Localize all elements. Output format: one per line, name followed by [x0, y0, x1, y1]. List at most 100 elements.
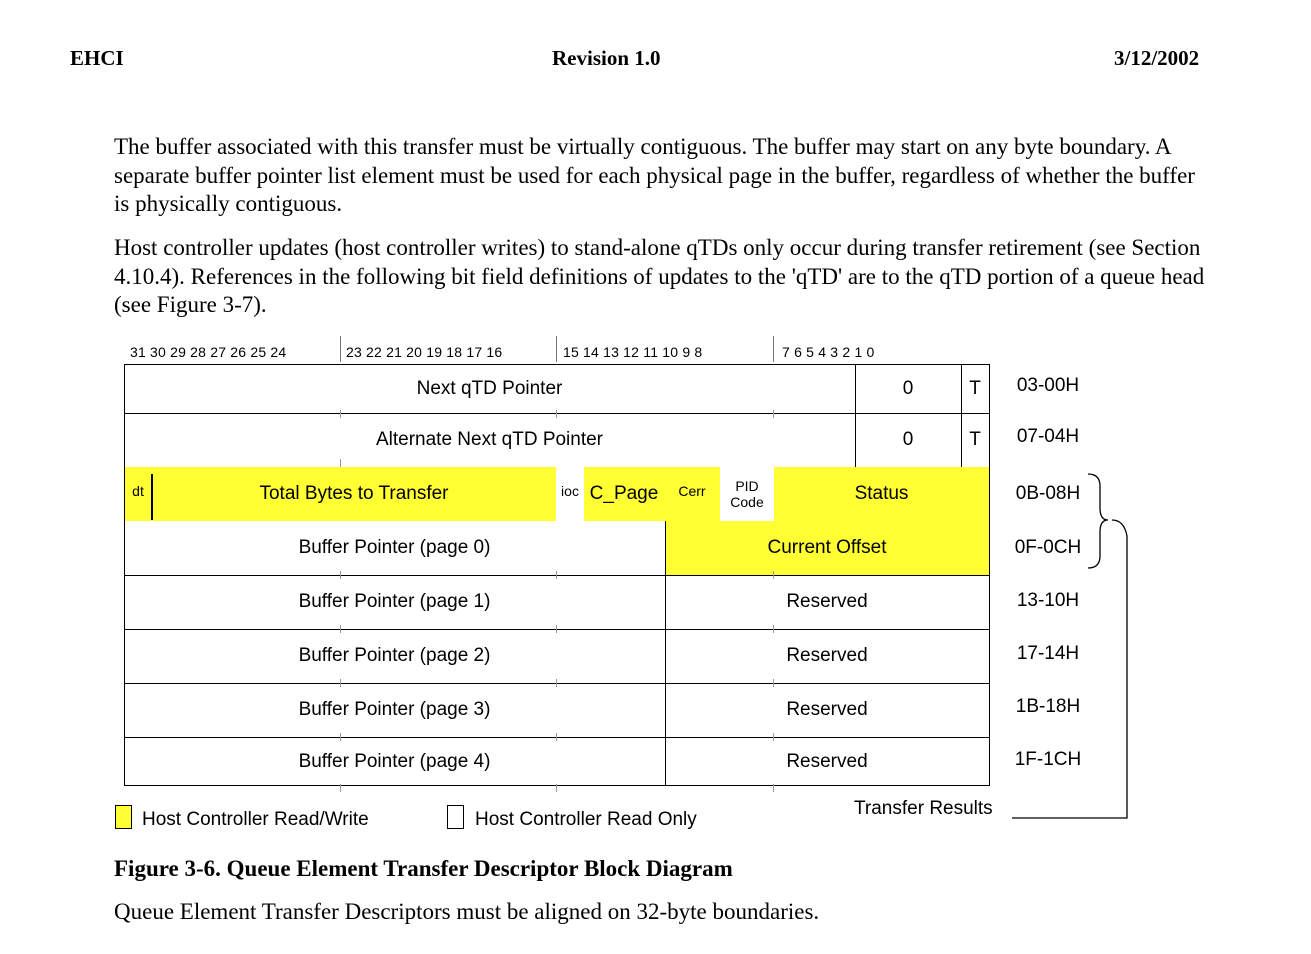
bit-separator — [773, 336, 774, 362]
transfer-results-label: Transfer Results — [854, 798, 993, 819]
tick-mark — [556, 784, 557, 792]
grid-line — [855, 364, 856, 467]
pid-code-label-line1: PID — [735, 478, 759, 494]
buffer-pointer-page4-label: Buffer Pointer (page 4) — [298, 750, 491, 772]
next-qtd-zero-label: 0 — [902, 377, 914, 399]
offset-0b-08h: 0B-08H — [1015, 483, 1081, 504]
total-bytes-field: Total Bytes to Transfer — [152, 467, 556, 521]
header-center: Revision 1.0 — [552, 46, 661, 70]
legend-read-only-label: Host Controller Read Only — [475, 809, 697, 830]
buffer-pointer-page4-field: Buffer Pointer (page 4) — [124, 737, 665, 786]
bit-range-7-0: 7 6 5 4 3 2 1 0 — [782, 344, 875, 360]
offset-1f-1ch: 1F-1CH — [1014, 749, 1082, 770]
alt-next-qtd-zero-field: 0 — [855, 413, 961, 467]
grid-line — [124, 575, 990, 576]
data-toggle-label: dt — [132, 483, 144, 499]
reserved-field: Reserved — [665, 737, 989, 786]
legend-read-write-label: Host Controller Read/Write — [142, 809, 369, 830]
reserved-field: Reserved — [665, 683, 989, 737]
offset-07-04h: 07-04H — [1016, 426, 1080, 447]
grid-line — [124, 785, 990, 786]
buffer-pointer-page0-label: Buffer Pointer (page 0) — [298, 537, 491, 558]
tick-mark — [773, 625, 774, 633]
next-qtd-t-label: T — [969, 377, 981, 399]
next-qtd-pointer-label: Next qTD Pointer — [416, 377, 563, 399]
grid-line — [124, 683, 990, 684]
next-qtd-zero-field: 0 — [855, 364, 961, 413]
buffer-pointer-page1-label: Buffer Pointer (page 1) — [298, 591, 491, 612]
legend-read-write-swatch — [115, 805, 132, 829]
header-right: 3/12/2002 — [1114, 46, 1200, 70]
buffer-pointer-page3-label: Buffer Pointer (page 3) — [298, 699, 491, 720]
tick-mark — [773, 571, 774, 579]
buffer-pointer-page1-field: Buffer Pointer (page 1) — [124, 575, 665, 629]
next-qtd-t-bit: T — [961, 364, 989, 413]
tick-mark — [773, 784, 774, 792]
dt-separator — [151, 474, 153, 520]
tick-mark — [773, 410, 774, 418]
grid-line — [124, 629, 990, 630]
data-toggle-field: dt — [124, 467, 152, 521]
offset-13-10h: 13-10H — [1016, 590, 1080, 611]
tick-mark — [340, 410, 341, 418]
reserved-label: Reserved — [786, 645, 868, 666]
offset-03-00h: 03-00H — [1016, 375, 1080, 396]
pid-code-label-line2: Code — [730, 494, 764, 510]
offset-0f-0ch: 0F-0CH — [1014, 537, 1082, 558]
tick-mark — [340, 733, 341, 741]
ioc-field: ioc — [556, 467, 584, 521]
offset-1b-18h: 1B-18H — [1015, 696, 1081, 717]
transfer-results-line — [1012, 519, 1128, 819]
figure-caption: Figure 3-6. Queue Element Transfer Descr… — [114, 856, 733, 881]
grid-line — [961, 364, 962, 467]
alt-next-qtd-pointer-label: Alternate Next qTD Pointer — [375, 429, 604, 450]
buffer-pointer-page0-field: Buffer Pointer (page 0) — [124, 521, 665, 575]
alt-next-qtd-t-bit: T — [961, 413, 989, 467]
tick-mark — [556, 679, 557, 687]
offset-17-14h: 17-14H — [1016, 643, 1080, 664]
legend-read-only-swatch — [447, 805, 464, 829]
buffer-pointer-page2-field: Buffer Pointer (page 2) — [124, 629, 665, 683]
tick-mark — [773, 679, 774, 687]
bit-range-31-24: 31 30 29 28 27 26 25 24 — [130, 344, 287, 360]
header-left: EHCI — [70, 46, 124, 70]
status-field: Status — [774, 467, 989, 521]
overlay-brace — [1087, 473, 1109, 569]
tick-mark — [556, 410, 557, 418]
buffer-pointer-page2-label: Buffer Pointer (page 2) — [298, 645, 491, 666]
grid-line — [989, 364, 990, 786]
paragraph-updates: Host controller updates (host controller… — [114, 235, 1205, 317]
reserved-label: Reserved — [786, 591, 868, 612]
c-page-label: C_Page — [589, 483, 659, 504]
c-page-field: C_Page — [584, 467, 664, 521]
paragraph-buffer: The buffer associated with this transfer… — [114, 134, 1195, 216]
bit-range-23-16: 23 22 21 20 19 18 17 16 — [346, 344, 503, 360]
grid-line — [124, 364, 990, 365]
tick-mark — [556, 625, 557, 633]
total-bytes-label: Total Bytes to Transfer — [259, 483, 449, 504]
status-label: Status — [854, 483, 909, 504]
tick-mark — [340, 459, 341, 467]
tick-mark — [556, 571, 557, 579]
current-offset-field: Current Offset — [665, 521, 989, 575]
bit-separator — [340, 336, 341, 362]
alt-next-qtd-zero-label: 0 — [902, 429, 914, 450]
grid-line — [124, 364, 125, 786]
bit-separator — [556, 336, 557, 362]
cerr-field: Cerr — [664, 467, 720, 521]
buffer-pointer-page3-field: Buffer Pointer (page 3) — [124, 683, 665, 737]
next-qtd-pointer-field: Next qTD Pointer — [124, 364, 855, 413]
reserved-label: Reserved — [786, 699, 868, 720]
grid-line — [124, 413, 990, 414]
cerr-label: Cerr — [678, 483, 706, 499]
grid-line — [124, 737, 990, 738]
bit-range-15-8: 15 14 13 12 11 10 9 8 — [563, 344, 703, 360]
reserved-field: Reserved — [665, 575, 989, 629]
tick-mark — [340, 679, 341, 687]
reserved-field: Reserved — [665, 629, 989, 683]
tick-mark — [340, 784, 341, 792]
tick-mark — [340, 571, 341, 579]
tick-mark — [340, 625, 341, 633]
